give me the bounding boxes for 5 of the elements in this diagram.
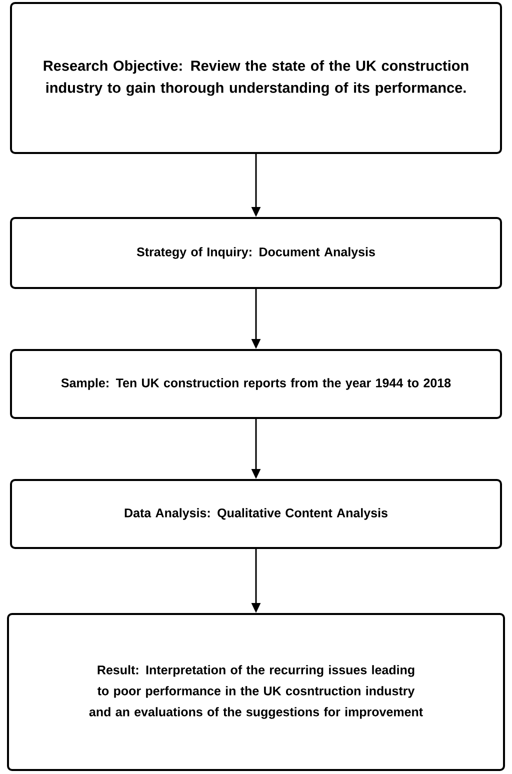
process-box: Strategy of Inquiry: Document Analysis (10, 217, 502, 289)
process-box: Data Analysis: Qualitative Content Analysis (10, 479, 502, 549)
process-box: Sample: Ten UK construction reports from the year 1944 to 2018 (10, 349, 502, 419)
process-box: Research Objective: Review the state of the UK construction industry to gain thorough understanding of its performance. (10, 2, 502, 154)
process-box: Result: Interpretation of the recurring issues leading to poor performance in the UK cosntruction industry and an evaluations of the suggestions for improvement (7, 613, 505, 771)
